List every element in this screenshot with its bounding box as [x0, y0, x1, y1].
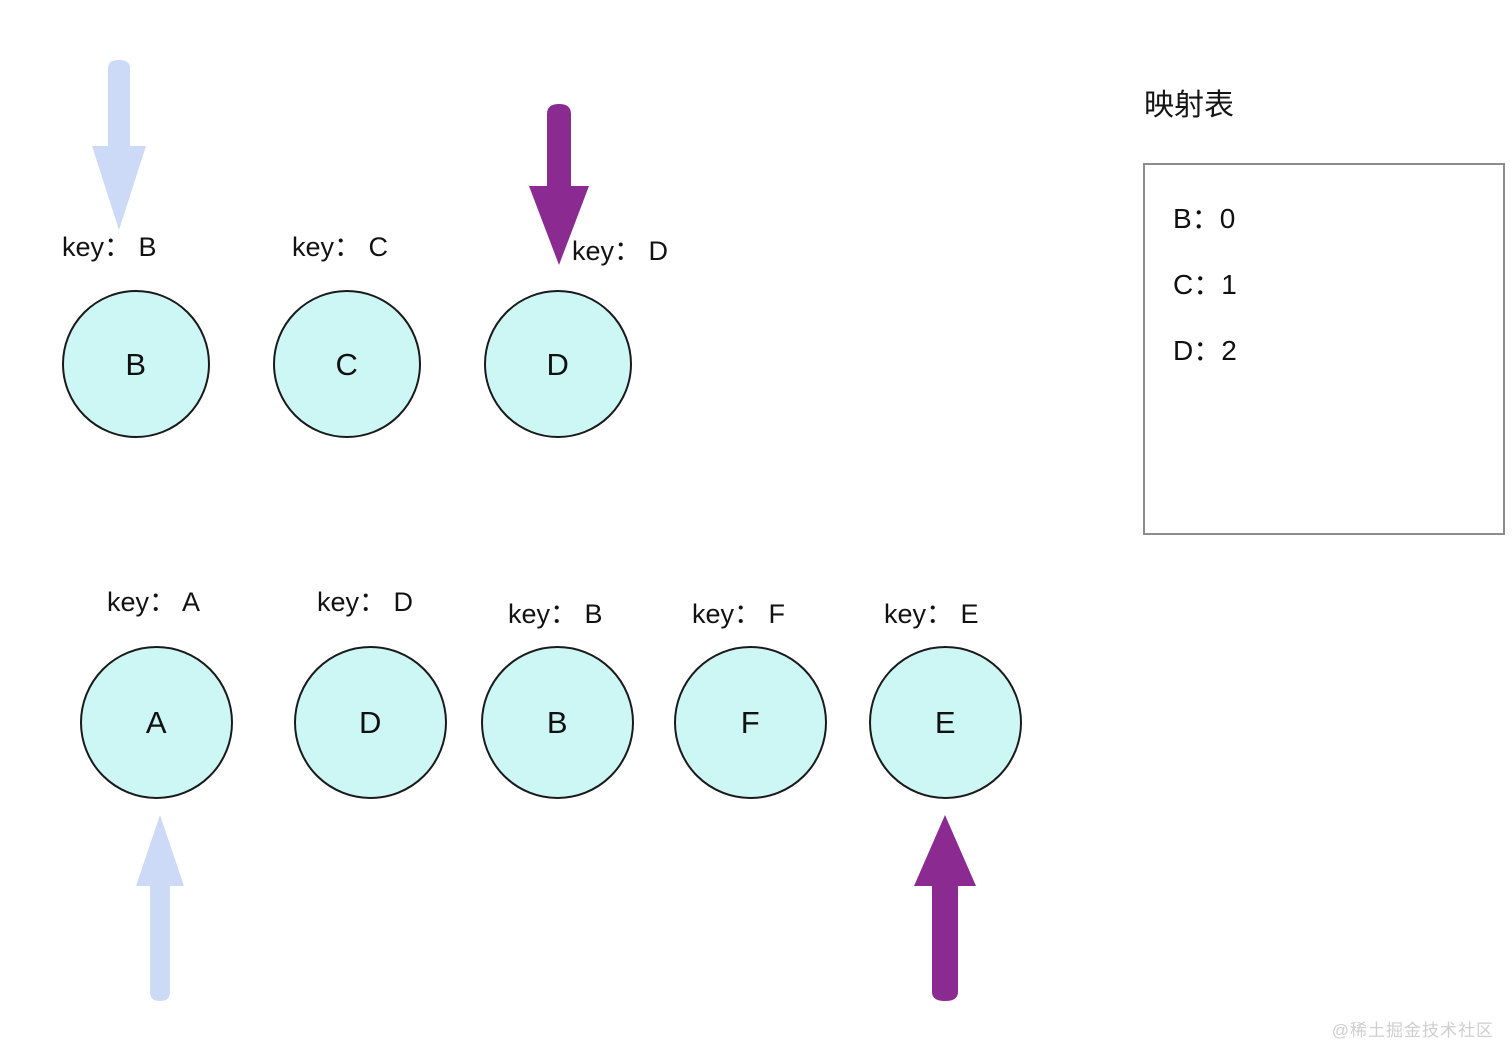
- mapping-row-value: 2: [1221, 335, 1237, 366]
- node-label: E: [934, 705, 957, 740]
- node-label: A: [145, 705, 168, 740]
- node-circle-bottom-e[interactable]: E: [869, 646, 1022, 799]
- node-label: C: [335, 346, 359, 382]
- node-circle-bottom-d[interactable]: D: [294, 646, 447, 799]
- up-arrow-below-e-icon: [910, 812, 980, 1004]
- down-arrow-above-b-icon: [88, 58, 150, 234]
- node-circle-bottom-a[interactable]: A: [80, 646, 233, 799]
- node-label: D: [359, 705, 382, 740]
- mapping-row-separator: ：: [1193, 335, 1222, 366]
- node-circle-top-c[interactable]: C: [273, 290, 421, 438]
- node-label: B: [546, 705, 569, 740]
- down-arrow-above-d-icon: [526, 102, 592, 268]
- mapping-table-box: B：0 C：1 D：2: [1143, 163, 1505, 535]
- watermark-text: @稀土掘金技术社区: [1331, 1021, 1494, 1040]
- node-label: D: [546, 346, 570, 382]
- key-caption-top-0: key： B: [62, 232, 157, 262]
- node-circle-top-d[interactable]: D: [484, 290, 632, 438]
- up-arrow-below-a-icon: [133, 812, 187, 1004]
- key-caption-bottom-4: key： E: [884, 599, 979, 629]
- mapping-row-key: B: [1173, 203, 1192, 234]
- key-caption-top-2: key： D: [572, 236, 669, 266]
- mapping-table-row: C：1: [1173, 271, 1237, 299]
- key-caption-bottom-1: key： D: [317, 587, 414, 617]
- node-label: B: [125, 346, 147, 382]
- node-circle-bottom-f[interactable]: F: [674, 646, 827, 799]
- node-circle-top-b[interactable]: B: [62, 290, 210, 438]
- key-caption-bottom-0: key： A: [107, 587, 201, 617]
- mapping-row-value: 1: [1221, 269, 1237, 300]
- mapping-table-row: B：0: [1173, 205, 1235, 233]
- mapping-table-row: D：2: [1173, 337, 1237, 365]
- key-caption-bottom-2: key： B: [508, 599, 603, 629]
- key-caption-bottom-3: key： F: [692, 599, 786, 629]
- mapping-row-key: C: [1173, 269, 1194, 300]
- mapping-row-value: 0: [1219, 203, 1236, 234]
- key-caption-top-1: key： C: [292, 232, 389, 262]
- node-circle-bottom-b[interactable]: B: [481, 646, 634, 799]
- mapping-row-separator: ：: [1193, 269, 1222, 300]
- mapping-table-title: 映射表: [1144, 89, 1234, 122]
- node-label: F: [740, 705, 761, 740]
- mapping-row-key: D: [1173, 335, 1194, 366]
- mapping-row-separator: ：: [1191, 203, 1220, 234]
